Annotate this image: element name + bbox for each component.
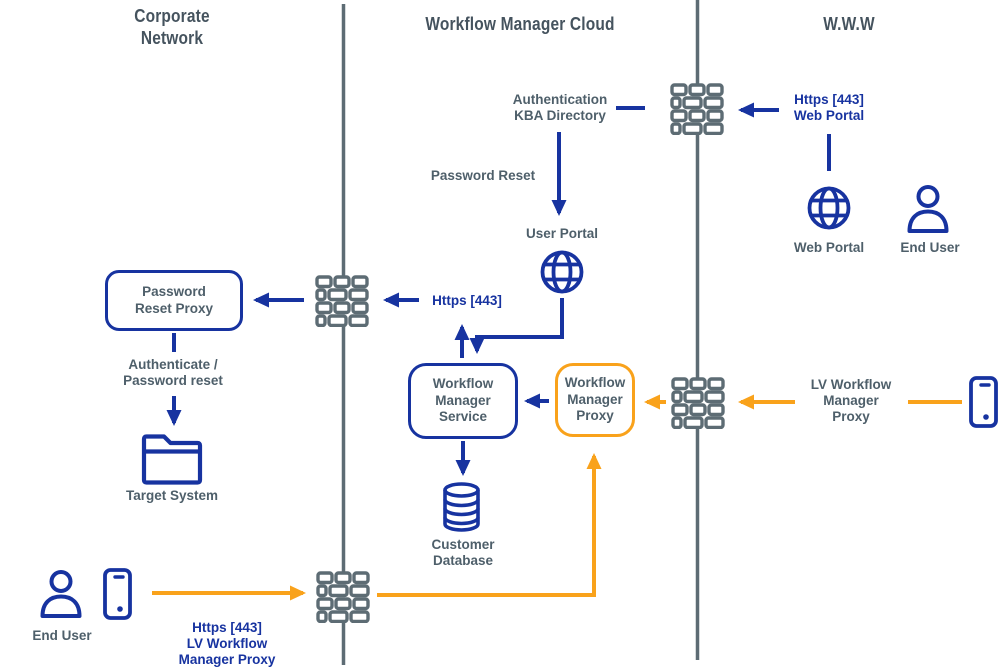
- firewall-icon: [315, 571, 371, 623]
- end-user-corporate-label: End User: [32, 628, 92, 643]
- zone-title-corporate-network: Corporate Network: [134, 6, 210, 48]
- user-portal-label: User Portal: [525, 226, 599, 241]
- phone-icon: [969, 376, 998, 428]
- arrow-firewall-to-wm-proxy-bottom: [377, 453, 602, 597]
- customer-database-label: Customer Database: [431, 537, 495, 569]
- zone-title-workflow-manager-cloud: Workflow Manager Cloud: [425, 14, 615, 34]
- https-lv-workflow-label: Https [443] LV Workflow Manager Proxy: [178, 620, 276, 668]
- firewall-icon: [670, 377, 726, 429]
- authentication-kba-directory-label: Authentication KBA Directory: [512, 92, 608, 124]
- https-web-portal-label: Https [443] Web Portal: [793, 92, 865, 124]
- workflow-manager-service-node: Workflow Manager Service: [408, 363, 518, 439]
- password-reset-proxy-node: Password Reset Proxy: [105, 270, 243, 331]
- web-portal-label: Web Portal: [793, 240, 865, 255]
- globe-icon: [539, 249, 585, 295]
- authenticate-password-reset-label: Authenticate / Password reset: [123, 357, 223, 389]
- phone-icon: [103, 568, 132, 620]
- user-icon: [904, 184, 952, 234]
- lv-workflow-manager-proxy-label: LV Workflow Manager Proxy: [810, 377, 892, 425]
- end-user-www-label: End User: [900, 240, 960, 255]
- firewall-icon: [314, 275, 370, 327]
- target-system-label: Target System: [125, 488, 219, 503]
- https-443-label: Https [443]: [432, 293, 502, 308]
- password-reset-label: Password Reset: [430, 168, 536, 183]
- user-icon: [37, 569, 85, 619]
- zone-title-www: W.W.W: [823, 14, 875, 34]
- globe-icon: [806, 185, 852, 231]
- database-icon: [440, 481, 483, 532]
- folder-icon: [141, 430, 203, 485]
- workflow-manager-proxy-node: Workflow Manager Proxy: [555, 363, 635, 437]
- firewall-icon: [669, 83, 725, 135]
